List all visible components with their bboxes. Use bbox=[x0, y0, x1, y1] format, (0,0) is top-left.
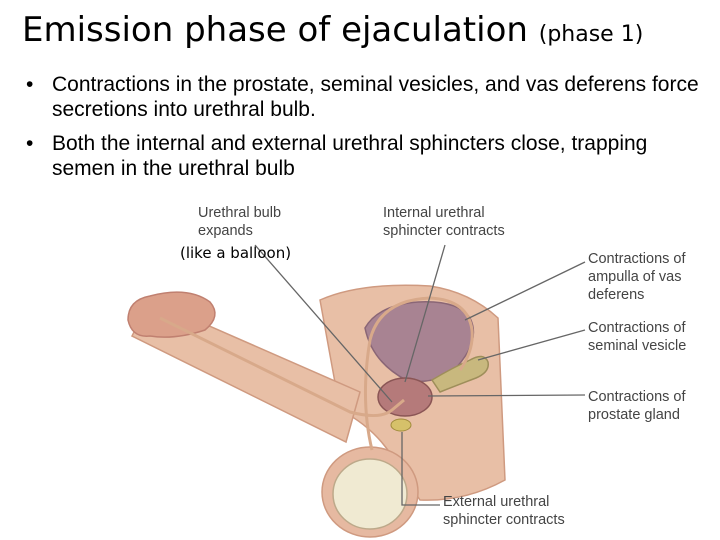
penis-glans bbox=[127, 291, 216, 338]
testis bbox=[332, 458, 408, 530]
title-main: Emission phase of ejaculation bbox=[22, 10, 528, 50]
label-balloon-note: (like a balloon) bbox=[180, 244, 291, 262]
label-external-sphincter: External urethral sphincter contracts bbox=[443, 494, 565, 528]
external-sphincter bbox=[390, 418, 412, 432]
leader-internal-sphincter bbox=[404, 244, 446, 383]
anatomy-diagram: Urethral bulb expands (like a balloon) I… bbox=[127, 205, 690, 538]
leader-prostate bbox=[427, 394, 586, 397]
label-seminal-vesicle: Contractions of seminal vesicle bbox=[588, 320, 690, 354]
leader-lines bbox=[254, 244, 586, 506]
bullet-item: Contractions in the prostate, seminal ve… bbox=[22, 72, 712, 122]
slide-title: Emission phase of ejaculation (phase 1) bbox=[22, 8, 643, 57]
bullet-item: Both the internal and external urethral … bbox=[22, 131, 712, 181]
leader-ampulla bbox=[464, 261, 586, 321]
prostate-gland bbox=[377, 377, 433, 417]
label-ampulla: Contractions of ampulla of vas deferens bbox=[588, 251, 690, 303]
urethra bbox=[159, 316, 405, 417]
title-sub: (phase 1) bbox=[538, 22, 644, 47]
vas-deferens bbox=[363, 296, 474, 451]
leader-external-sphincter bbox=[401, 432, 440, 506]
label-prostate: Contractions of prostate gland bbox=[588, 389, 690, 423]
label-internal-sphincter: Internal urethral sphincter contracts bbox=[383, 205, 505, 239]
label-urethral-bulb: Urethral bulb expands bbox=[198, 205, 285, 239]
leader-seminal-vesicle bbox=[477, 329, 586, 361]
bullet-list: Contractions in the prostate, seminal ve… bbox=[22, 72, 712, 190]
seminal-vesicle bbox=[430, 355, 489, 393]
leader-urethral-bulb bbox=[254, 244, 393, 403]
